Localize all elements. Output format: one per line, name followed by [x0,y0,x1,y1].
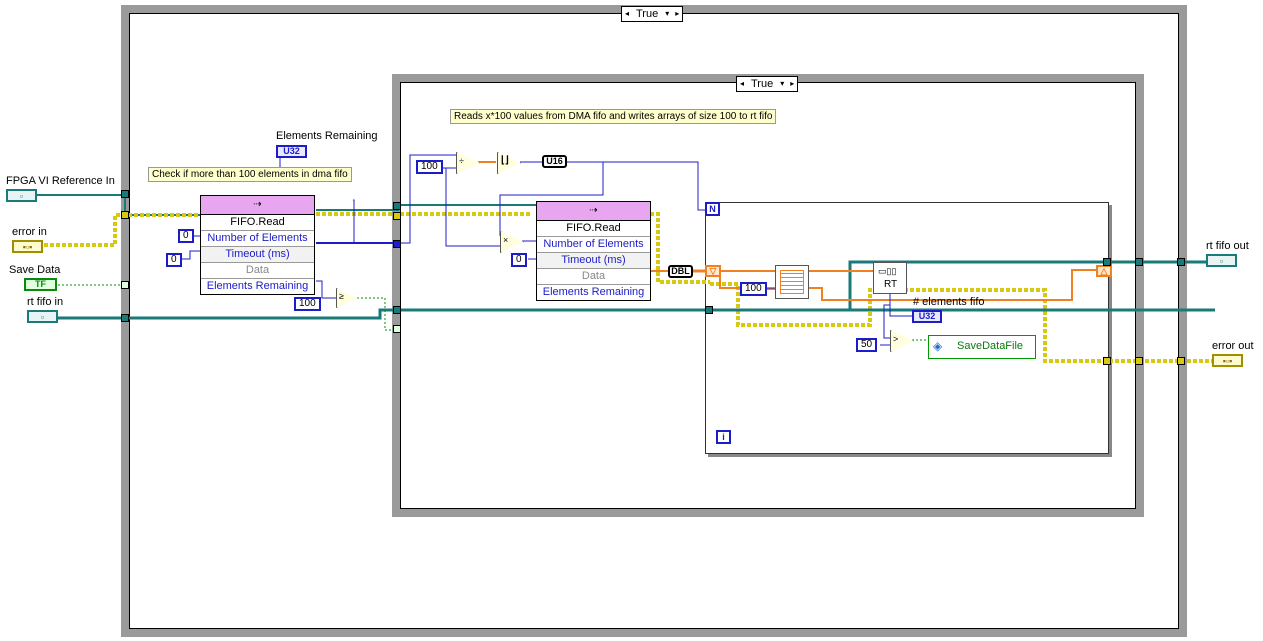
fifo-read-data[interactable]: Data [537,269,650,285]
decrement-arrow-icon[interactable]: ◂ [739,79,744,88]
tunnel[interactable] [1135,357,1143,365]
tunnel[interactable] [393,202,401,210]
error-in-label: error in [12,226,47,238]
rt-fifo-write-node[interactable]: ▭▯▯ RT [873,262,907,294]
rt-fifo-in-label: rt fifo in [27,296,64,308]
greater-or-equal-symbol: ≥ [339,291,344,301]
save-data-terminal[interactable]: TF [24,278,57,291]
tunnel[interactable] [393,306,401,314]
error-out-terminal[interactable]: ▪▫▪ [1212,354,1243,367]
rt-fifo-out-terminal[interactable]: ▫ [1206,254,1237,267]
fifo-read-timeout[interactable]: Timeout (ms) [201,247,314,263]
fifo-read-number-of-elements[interactable]: Number of Elements [201,231,314,247]
elements-remaining-terminal[interactable]: U32 [276,145,307,158]
fifo-read-title: FIFO.Read [537,221,650,237]
fifo-read-number-of-elements[interactable]: Number of Elements [537,237,650,253]
constant-zero[interactable]: 0 [511,253,527,267]
rt-fifo-in-terminal[interactable]: ▫ [27,310,58,323]
error-out-label: error out [1212,340,1254,352]
tunnel[interactable] [1103,357,1111,365]
save-data-file-subvi[interactable]: ◈ SaveDataFile [928,335,1036,359]
tunnel[interactable] [1135,258,1143,266]
fifo-read-elements-remaining[interactable]: Elements Remaining [206,280,309,292]
fifo-read-data[interactable]: Data [201,263,314,279]
increment-arrow-icon[interactable]: ▸ [790,79,795,88]
fifo-read-node-1[interactable]: ⇢ FIFO.Read Number of Elements Timeout (… [200,195,315,295]
tunnel[interactable] [121,281,129,289]
to-u16-conversion[interactable]: U16 [542,155,567,168]
array-subset-glyph [780,270,804,294]
tunnel[interactable] [705,306,713,314]
loop-iteration-terminal[interactable]: i [716,430,731,444]
subvi-icon: ◈ [933,339,943,353]
dropdown-arrow-icon[interactable]: ▾ [780,79,785,88]
tunnel[interactable] [121,211,129,219]
constant-hundred[interactable]: 100 [416,160,443,174]
constant-hundred[interactable]: 100 [740,282,767,296]
save-data-label: Save Data [9,264,61,276]
constant-fifty[interactable]: 50 [856,338,878,352]
constant-zero[interactable]: 0 [166,253,182,267]
tunnel[interactable] [121,190,129,198]
divide-symbol: ÷ [459,156,464,166]
tunnel[interactable] [393,325,401,333]
fifo-read-title: FIFO.Read [201,215,314,231]
fifo-read-timeout[interactable]: Timeout (ms) [537,253,650,269]
outer-case-selector-value: True [636,8,659,20]
constant-hundred[interactable]: 100 [294,297,321,311]
array-autoindex-out-icon[interactable]: △ [1096,265,1112,277]
comment-check-elements[interactable]: Check if more than 100 elements in dma f… [148,167,352,182]
array-autoindex-in-icon[interactable]: ▽ [705,265,721,277]
tunnel[interactable] [393,240,401,248]
elements-fifo-terminal[interactable]: U32 [912,310,942,323]
dropdown-arrow-icon[interactable]: ▾ [665,9,670,18]
fifo-read-elements-remaining[interactable]: Elements Remaining [542,286,645,298]
subvi-name: SaveDataFile [957,340,1024,352]
fpga-ref-label: FPGA VI Reference In [6,175,115,187]
array-subset-icon[interactable] [775,265,809,299]
tunnel[interactable] [393,212,401,220]
tunnel[interactable] [1177,357,1185,365]
elements-remaining-label: Elements Remaining [276,130,378,142]
rt-fifo-out-label: rt fifo out [1206,240,1249,252]
outer-case-selector[interactable]: ◂ True ▾ ▸ [621,6,684,22]
fifo-read-header-icon: ⇢ [537,202,650,221]
loop-count-terminal[interactable]: N [705,202,720,216]
tunnel[interactable] [1103,258,1111,266]
fifo-read-node-2[interactable]: ⇢ FIFO.Read Number of Elements Timeout (… [536,201,651,301]
fpga-ref-terminal[interactable]: ▫ [6,189,37,202]
tunnel[interactable] [1177,258,1185,266]
increment-arrow-icon[interactable]: ▸ [675,9,680,18]
inner-case-selector[interactable]: ◂ True ▾ ▸ [736,76,799,92]
for-loop[interactable] [705,202,1109,454]
error-in-terminal[interactable]: ▪▫▪ [12,240,43,253]
greater-than-symbol: > [893,334,899,344]
fifo-read-header-icon: ⇢ [201,196,314,215]
comment-reads-values[interactable]: Reads x*100 values from DMA fifo and wri… [450,109,777,124]
rt-node-label: RT [884,279,898,290]
constant-zero[interactable]: 0 [178,229,194,243]
elements-fifo-label: # elements fifo [913,296,985,308]
decrement-arrow-icon[interactable]: ◂ [624,9,629,18]
fifo-queue-icon: ▭▯▯ [878,266,897,276]
inner-case-selector-value: True [751,78,774,90]
multiply-symbol: × [503,235,509,245]
tunnel[interactable] [121,314,129,322]
to-dbl-conversion[interactable]: DBL [668,265,693,278]
round-down-symbol: ⌊⌋ [501,155,509,166]
